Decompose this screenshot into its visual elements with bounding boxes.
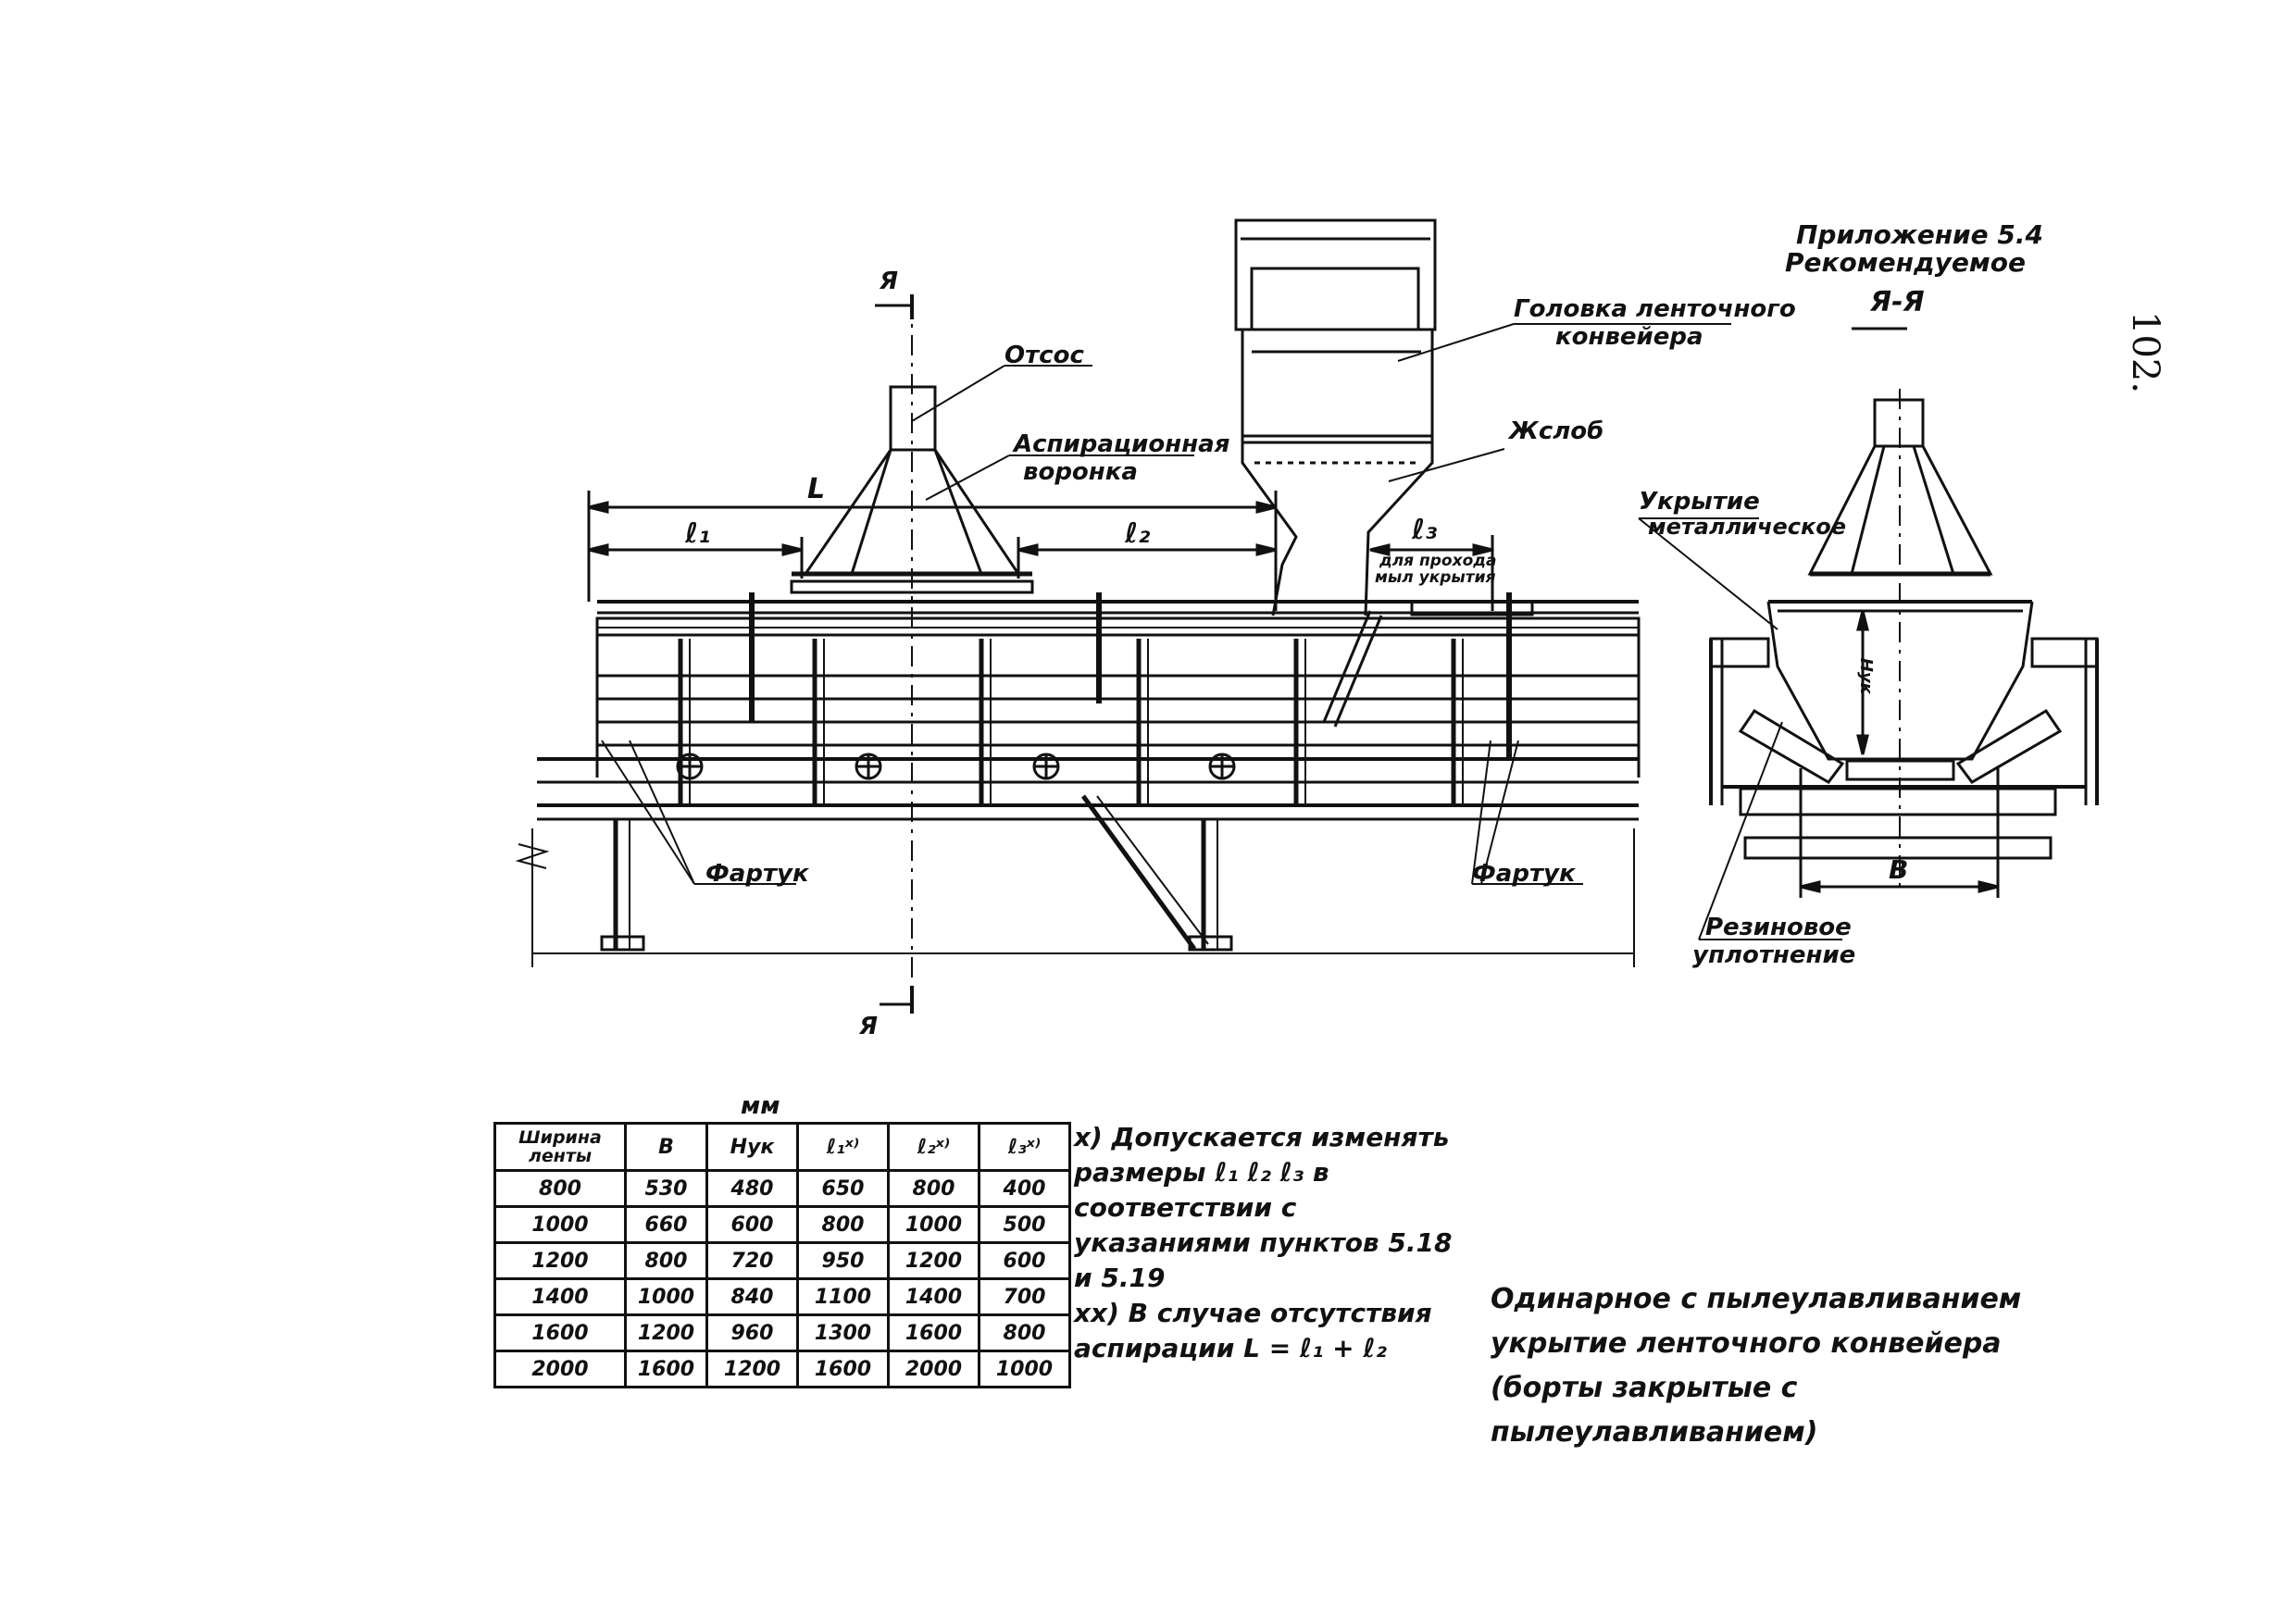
table-cell: 1100 — [796, 1277, 890, 1316]
label-head-2: конвейера — [1555, 323, 1703, 351]
footnote-1: х) Допускается изменять размеры ℓ₁ ℓ₂ ℓ₃… — [1074, 1122, 1453, 1293]
table-cell: 530 — [624, 1169, 708, 1208]
table-cell: 600 — [978, 1241, 1071, 1280]
drawing-caption: Одинарное с пылеулавливанием укрытие лен… — [1491, 1283, 2022, 1449]
label-head-1: Головка ленточного — [1514, 295, 1796, 323]
label-apron-right: Фартук — [1472, 860, 1576, 888]
table-row: 1200 800 720 950 1200 600 — [493, 1241, 1071, 1280]
table-cell: 1000 — [493, 1205, 627, 1244]
label-apron-left: Фартук — [705, 860, 809, 888]
label-rubber-1: Резиновое — [1705, 914, 1852, 941]
table-cell: 1600 — [796, 1350, 890, 1388]
table-cell: 1600 — [887, 1313, 980, 1352]
header-l2: ℓ₂ˣ⁾ — [887, 1122, 980, 1172]
label-cover-2: металлическое — [1648, 514, 1847, 540]
table-cell: 840 — [705, 1277, 799, 1316]
table-cell: 1200 — [624, 1313, 708, 1352]
table-cell: 800 — [978, 1313, 1071, 1352]
table-cell: 2000 — [887, 1350, 980, 1388]
table-cell: 1300 — [796, 1313, 890, 1352]
table-cell: 800 — [493, 1169, 627, 1208]
table-header-row: Ширина ленты В Нук ℓ₁ˣ⁾ ℓ₂ˣ⁾ ℓ₃ˣ⁾ — [493, 1122, 1071, 1172]
table-row: 1400 1000 840 1100 1400 700 — [493, 1277, 1071, 1316]
footnote-2: хх) В случае отсутствия аспирации L = ℓ₁… — [1074, 1298, 1432, 1363]
table-cell: 400 — [978, 1169, 1071, 1208]
footnotes: х) Допускается изменять размеры ℓ₁ ℓ₂ ℓ₃… — [1074, 1120, 1463, 1366]
table-cell: 1400 — [493, 1277, 627, 1316]
table-cell: 800 — [796, 1205, 890, 1244]
table-cell: 800 — [624, 1241, 708, 1280]
table-cell: 700 — [978, 1277, 1071, 1316]
dim-l3: ℓ₃ — [1412, 514, 1438, 546]
label-chute: Жслоб — [1509, 417, 1604, 445]
table-cell: 960 — [705, 1313, 799, 1352]
table-cell: 1400 — [887, 1277, 980, 1316]
table-cell: 1000 — [978, 1350, 1071, 1388]
label-aspiration-funnel-1: Аспирационная — [1014, 430, 1230, 458]
table-cell: 500 — [978, 1205, 1071, 1244]
dim-l2: ℓ₂ — [1125, 517, 1151, 550]
appendix-subtitle: Рекомендуемое — [1785, 247, 2026, 278]
dim-H: Hук — [1855, 657, 1876, 694]
header-l1: ℓ₁ˣ⁾ — [796, 1122, 890, 1172]
appendix-title: Приложение 5.4 — [1796, 219, 2043, 250]
table-cell: 1200 — [887, 1241, 980, 1280]
dimensions-table: Ширина ленты В Нук ℓ₁ˣ⁾ ℓ₂ˣ⁾ ℓ₃ˣ⁾ 800 53… — [493, 1122, 1071, 1388]
label-section-AA: Я-Я — [1870, 286, 1925, 318]
table-cell: 720 — [705, 1241, 799, 1280]
label-aspiration-funnel-2: воронка — [1023, 458, 1138, 486]
table-row: 800 530 480 650 800 400 — [493, 1169, 1071, 1208]
dim-L: L — [807, 473, 826, 505]
section-mark-top: Я — [880, 268, 899, 295]
header-H: Нук — [705, 1122, 799, 1172]
label-cover-1: Укрытие — [1639, 488, 1760, 516]
table-cell: 1200 — [493, 1241, 627, 1280]
table-unit: мм — [741, 1092, 780, 1120]
label-rubber-2: уплотнение — [1692, 941, 1856, 969]
table-cell: 660 — [624, 1205, 708, 1244]
table-cell: 800 — [887, 1169, 980, 1208]
header-B: В — [624, 1122, 708, 1172]
dim-B: В — [1889, 854, 1909, 885]
label-passage-1: для прохода — [1379, 552, 1497, 570]
section-mark-bottom: Я — [859, 1013, 879, 1040]
table-cell: 650 — [796, 1169, 890, 1208]
table-cell: 600 — [705, 1205, 799, 1244]
label-passage-2: мыл укрытия — [1375, 568, 1496, 587]
table-cell: 1200 — [705, 1350, 799, 1388]
table-cell: 1600 — [493, 1313, 627, 1352]
table-cell: 1000 — [624, 1277, 708, 1316]
table-row: 1000 660 600 800 1000 500 — [493, 1205, 1071, 1244]
table-row: 2000 1600 1200 1600 2000 1000 — [493, 1350, 1071, 1388]
table-cell: 1600 — [624, 1350, 708, 1388]
dim-l1: ℓ₁ — [685, 517, 711, 550]
table-cell: 2000 — [493, 1350, 627, 1388]
table-cell: 950 — [796, 1241, 890, 1280]
header-belt-width: Ширина ленты — [493, 1122, 627, 1172]
label-otsos: Отсос — [1004, 342, 1084, 369]
table-cell: 480 — [705, 1169, 799, 1208]
table-cell: 1000 — [887, 1205, 980, 1244]
table-row: 1600 1200 960 1300 1600 800 — [493, 1313, 1071, 1352]
header-l3: ℓ₃ˣ⁾ — [978, 1122, 1071, 1172]
